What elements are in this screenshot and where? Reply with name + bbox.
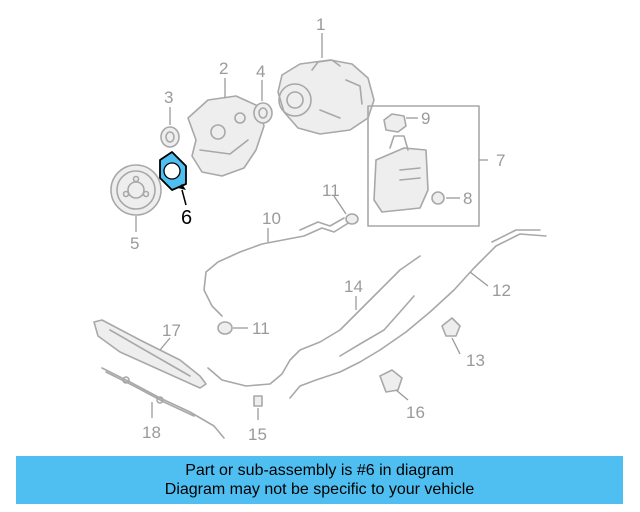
callout-2: 2 xyxy=(219,59,228,78)
callout-10: 10 xyxy=(262,209,281,228)
part-13-sensor[interactable] xyxy=(441,317,461,337)
part-6-gasket[interactable] xyxy=(159,151,187,191)
callout-7: 7 xyxy=(496,151,505,170)
banner-line-disclaimer: Diagram may not be specific to your vehi… xyxy=(164,481,475,498)
callout-14: 14 xyxy=(344,277,363,296)
part-info-banner: Part or sub-assembly is #6 in diagram Di… xyxy=(16,456,623,504)
part-14-hose-assembly[interactable] xyxy=(207,255,421,387)
callout-3: 3 xyxy=(164,88,173,107)
part-9-cap[interactable] xyxy=(383,113,407,133)
part-15-clamp[interactable] xyxy=(253,395,263,407)
part-3-bushing[interactable] xyxy=(160,126,180,148)
callout-8: 8 xyxy=(463,189,472,208)
callout-4: 4 xyxy=(256,62,265,81)
part-5-pulley[interactable] xyxy=(110,164,162,216)
part-16-valve[interactable] xyxy=(379,369,403,393)
part-12-pressure-line[interactable] xyxy=(289,229,547,399)
part-4-bushing[interactable] xyxy=(253,102,273,124)
part-7-reservoir[interactable] xyxy=(367,105,480,227)
part-1-pump[interactable] xyxy=(277,59,375,135)
parts-diagram: 1 2 3 4 5 6 xyxy=(93,15,547,444)
callout-12: 12 xyxy=(492,281,511,300)
callout-13: 13 xyxy=(466,351,485,370)
part-11-clamp-lower[interactable] xyxy=(217,321,233,335)
part-18-cooler-line[interactable] xyxy=(101,367,225,439)
callout-1: 1 xyxy=(316,15,325,34)
part-10-hose[interactable] xyxy=(203,217,351,317)
callout-11-upper: 11 xyxy=(322,181,340,200)
callout-17: 17 xyxy=(162,321,181,340)
callout-5: 5 xyxy=(130,234,139,253)
part-17-heat-shield[interactable] xyxy=(93,319,207,389)
part-8-clip[interactable] xyxy=(431,191,445,205)
callout-18: 18 xyxy=(142,423,161,442)
callout-9: 9 xyxy=(421,109,430,128)
callout-6: 6 xyxy=(181,207,192,229)
callout-11-lower: 11 xyxy=(252,319,270,338)
callout-15: 15 xyxy=(248,425,267,444)
part-2-bracket[interactable] xyxy=(187,95,265,177)
callout-16: 16 xyxy=(406,403,425,422)
banner-line-part: Part or sub-assembly is #6 in diagram xyxy=(185,462,454,479)
part-11-clamp-upper[interactable] xyxy=(345,213,359,225)
